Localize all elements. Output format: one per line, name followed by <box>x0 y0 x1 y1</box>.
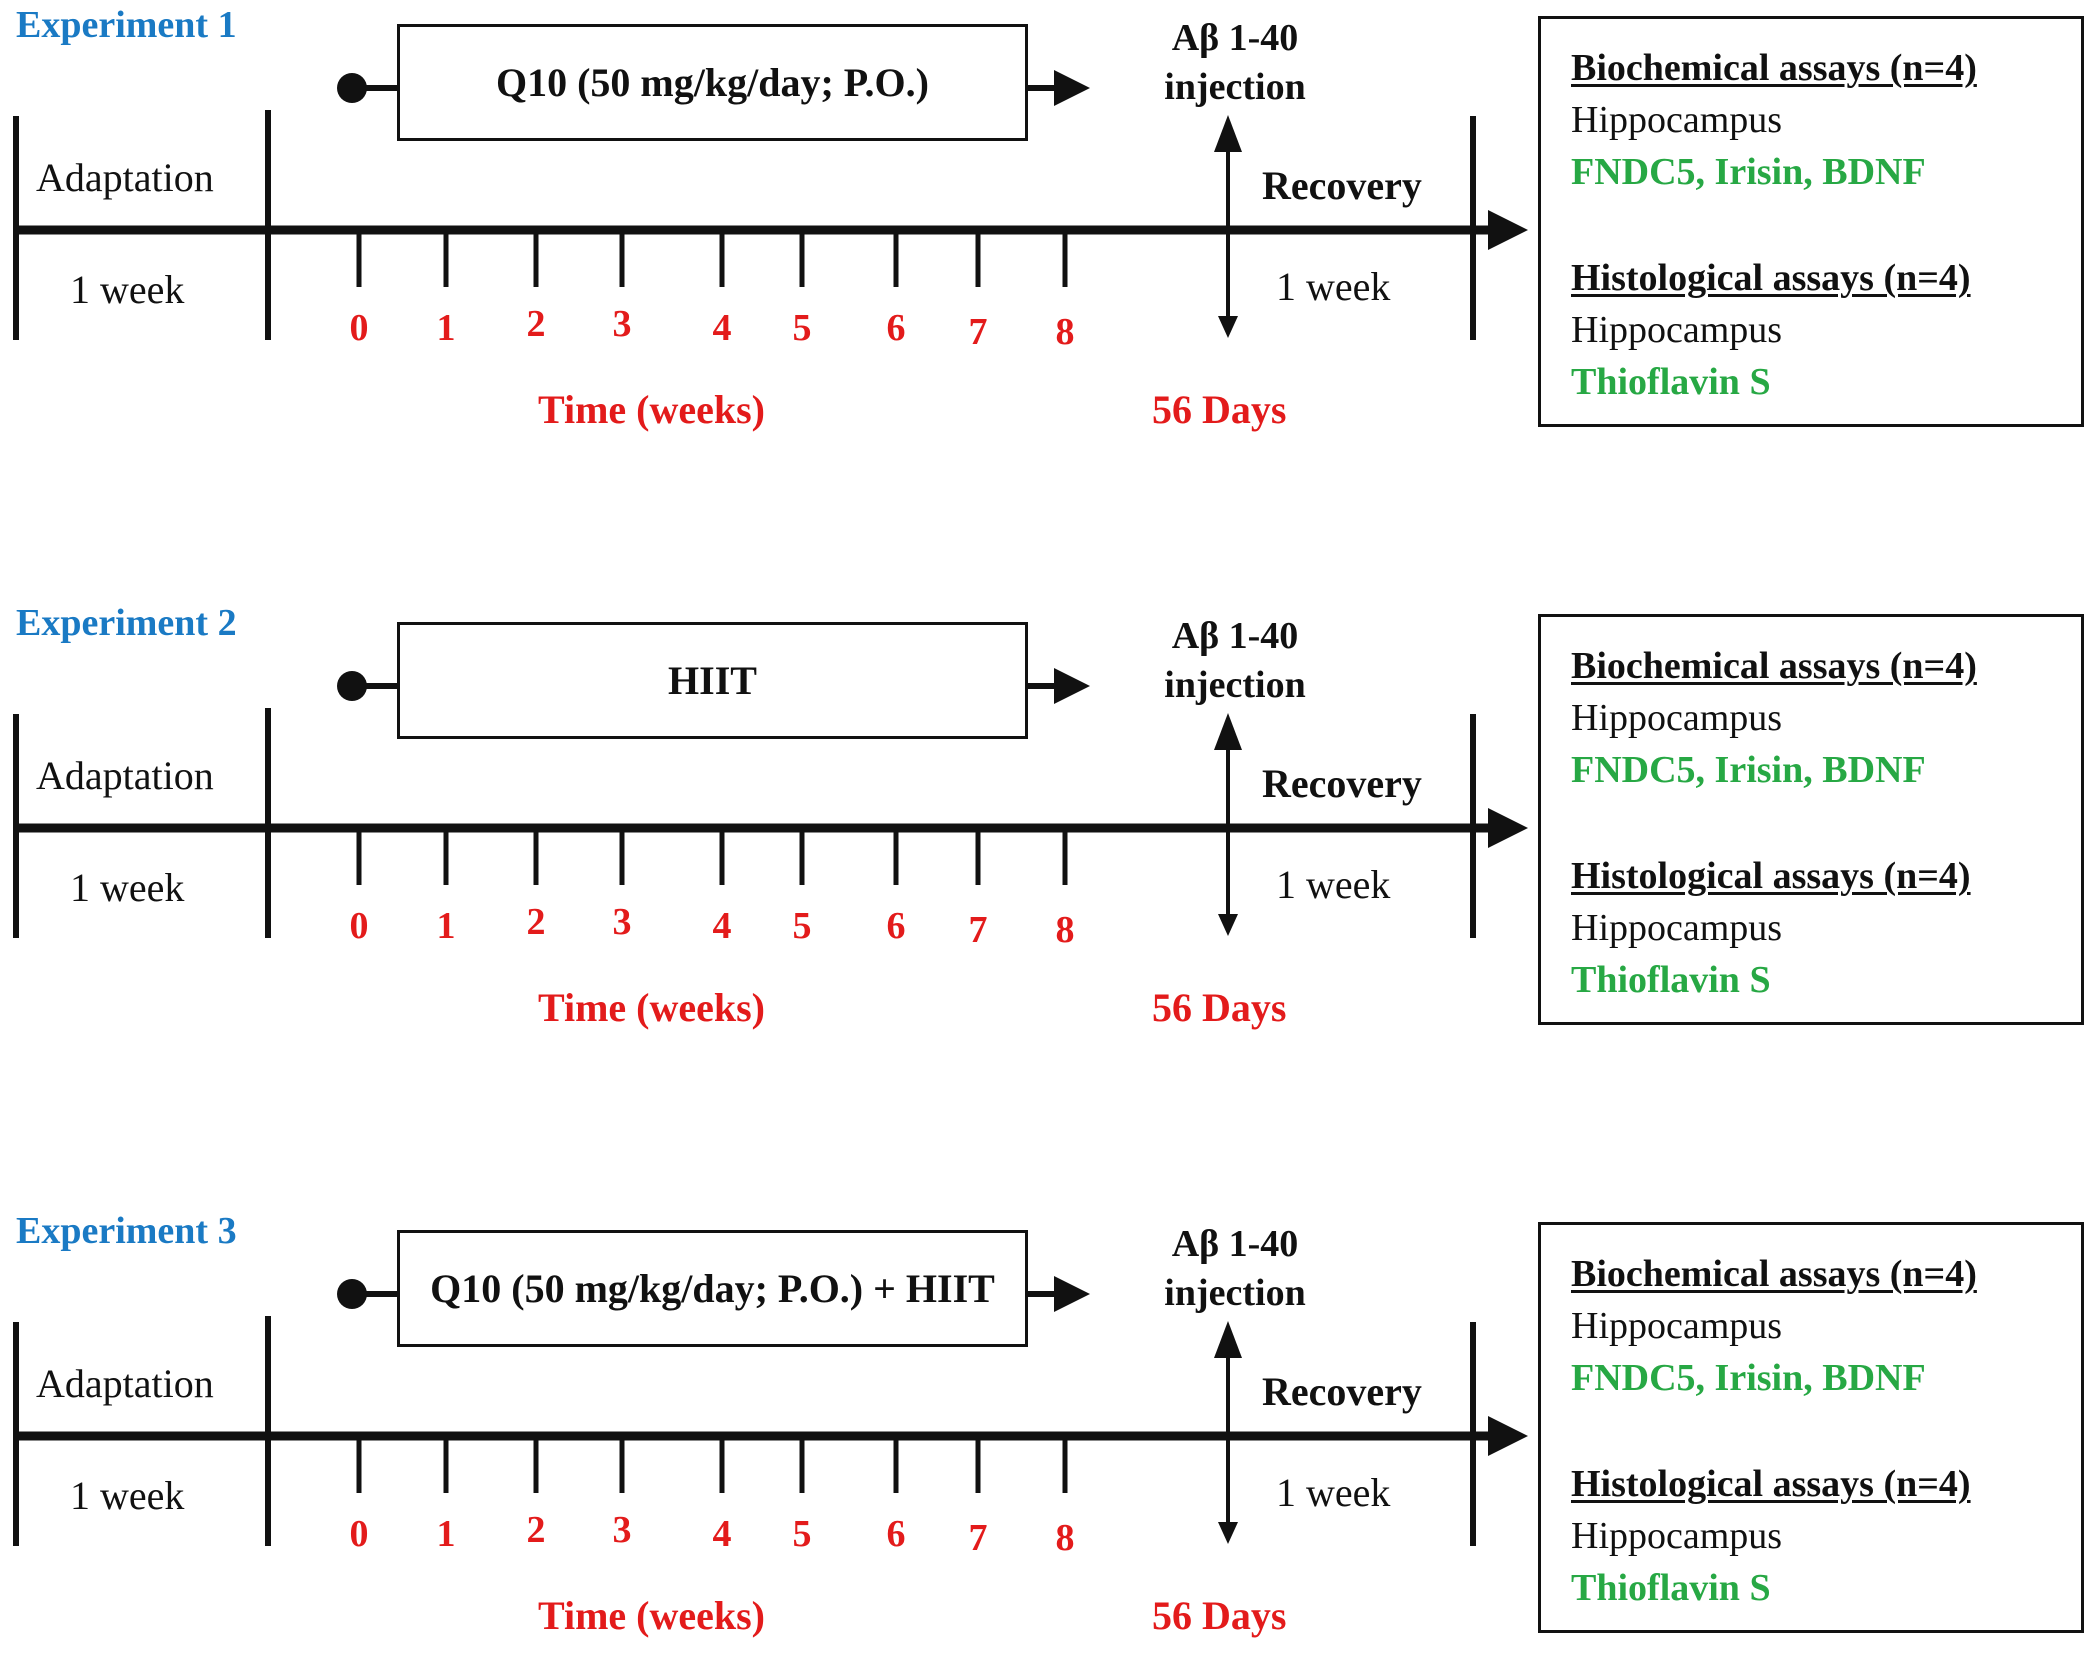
timeline-arrowhead-icon <box>1488 210 1528 250</box>
days-label: 56 Days <box>1152 985 1287 1030</box>
week-label-1: 1 <box>436 307 456 349</box>
injection-label: Aβ 1-40 injection <box>1164 17 1306 109</box>
injection-label: Aβ 1-40 injection <box>1164 1223 1306 1315</box>
experiment-panel-1: Experiment 1 Q10 (50 mg/kg/day; P.O.) Adap… <box>0 0 2084 440</box>
biochemical-assays-title: Biochemical assays (n=4) <box>1571 645 1977 687</box>
week-label-7: 7 <box>968 1517 988 1559</box>
histological-tissue: Hippocampus <box>1571 1515 1783 1557</box>
biochemical-assays-title: Biochemical assays (n=4) <box>1571 47 1977 89</box>
treatment-box: Q10 (50 mg/kg/day; P.O.) <box>397 24 1028 141</box>
histological-assays-title: Histological assays (n=4) <box>1571 1463 1971 1505</box>
time-axis-label: Time (weeks) <box>538 985 765 1030</box>
week-label-8: 8 <box>1055 311 1075 353</box>
adaptation-label: Adaptation <box>36 1361 214 1406</box>
week-label-6: 6 <box>886 1513 906 1555</box>
experiment-title: Experiment 2 <box>16 602 237 644</box>
biochemical-tissue: Hippocampus <box>1571 697 1783 739</box>
timeline-arrowhead-icon <box>1488 808 1528 848</box>
histological-tissue: Hippocampus <box>1571 907 1783 949</box>
week-label-5: 5 <box>792 905 812 947</box>
adaptation-duration: 1 week <box>70 1473 185 1518</box>
week-label-6: 6 <box>886 905 906 947</box>
week-label-5: 5 <box>792 307 812 349</box>
histological-assays-title: Histological assays (n=4) <box>1571 855 1971 897</box>
week-label-8: 8 <box>1055 1517 1075 1559</box>
biochemical-assays-title: Biochemical assays (n=4) <box>1571 1253 1977 1295</box>
week-label-3: 3 <box>612 901 632 943</box>
recovery-label: Recovery <box>1262 163 1422 208</box>
treatment-box: Q10 (50 mg/kg/day; P.O.) + HIIT <box>397 1230 1028 1347</box>
biochemical-tissue: Hippocampus <box>1571 1305 1783 1347</box>
week-label-7: 7 <box>968 909 988 951</box>
treatment-box: HIIT <box>397 622 1028 739</box>
timeline-graphic <box>13 668 1528 938</box>
recovery-duration: 1 week <box>1276 862 1391 907</box>
adaptation-duration: 1 week <box>70 267 185 312</box>
treatment-arrow-icon <box>1054 70 1090 106</box>
injection-arrow-down-icon <box>1218 1522 1238 1544</box>
week-label-6: 6 <box>886 307 906 349</box>
biochemical-tissue: Hippocampus <box>1571 99 1783 141</box>
week-label-0: 0 <box>349 1513 369 1555</box>
biochemical-markers: FNDC5, Irisin, BDNF <box>1571 1357 1926 1399</box>
histological-markers: Thioflavin S <box>1571 959 1771 1001</box>
experiment-panel-3: Experiment 3 Q10 (50 mg/kg/day; P.O.) + H… <box>0 1206 2084 1646</box>
histological-assays-title: Histological assays (n=4) <box>1571 257 1971 299</box>
adaptation-duration: 1 week <box>70 865 185 910</box>
time-axis-label: Time (weeks) <box>538 387 765 432</box>
week-label-4: 4 <box>712 905 732 947</box>
week-label-8: 8 <box>1055 909 1075 951</box>
recovery-duration: 1 week <box>1276 264 1391 309</box>
biochemical-markers: FNDC5, Irisin, BDNF <box>1571 151 1926 193</box>
timeline-arrowhead-icon <box>1488 1416 1528 1456</box>
injection-arrow-up-icon <box>1214 1321 1242 1358</box>
biochemical-markers: FNDC5, Irisin, BDNF <box>1571 749 1926 791</box>
histological-tissue: Hippocampus <box>1571 309 1783 351</box>
timeline-graphic <box>13 70 1528 340</box>
treatment-arrow-icon <box>1054 1276 1090 1312</box>
experiment-title: Experiment 1 <box>16 4 237 46</box>
days-label: 56 Days <box>1152 387 1287 432</box>
week-label-4: 4 <box>712 1513 732 1555</box>
week-label-0: 0 <box>349 307 369 349</box>
week-label-2: 2 <box>526 1509 546 1551</box>
days-label: 56 Days <box>1152 1593 1287 1638</box>
week-label-3: 3 <box>612 303 632 345</box>
week-label-7: 7 <box>968 311 988 353</box>
injection-label: Aβ 1-40 injection <box>1164 615 1306 707</box>
histological-markers: Thioflavin S <box>1571 1567 1771 1609</box>
treatment-arrow-icon <box>1054 668 1090 704</box>
injection-arrow-down-icon <box>1218 316 1238 338</box>
recovery-label: Recovery <box>1262 1369 1422 1414</box>
adaptation-label: Adaptation <box>36 753 214 798</box>
experiment-title: Experiment 3 <box>16 1210 237 1252</box>
injection-arrow-up-icon <box>1214 115 1242 152</box>
week-label-3: 3 <box>612 1509 632 1551</box>
week-label-1: 1 <box>436 905 456 947</box>
week-label-0: 0 <box>349 905 369 947</box>
histological-markers: Thioflavin S <box>1571 361 1771 403</box>
recovery-duration: 1 week <box>1276 1470 1391 1515</box>
week-label-1: 1 <box>436 1513 456 1555</box>
timeline-graphic <box>13 1276 1528 1546</box>
adaptation-label: Adaptation <box>36 155 214 200</box>
week-label-2: 2 <box>526 901 546 943</box>
week-label-4: 4 <box>712 307 732 349</box>
time-axis-label: Time (weeks) <box>538 1593 765 1638</box>
recovery-label: Recovery <box>1262 761 1422 806</box>
experiment-panel-2: Experiment 2 HIIT Adaptation 1 week 0 1 2 3 4 5 6 7… <box>0 598 2084 1038</box>
week-label-2: 2 <box>526 303 546 345</box>
injection-arrow-down-icon <box>1218 914 1238 936</box>
week-label-5: 5 <box>792 1513 812 1555</box>
injection-arrow-up-icon <box>1214 713 1242 750</box>
